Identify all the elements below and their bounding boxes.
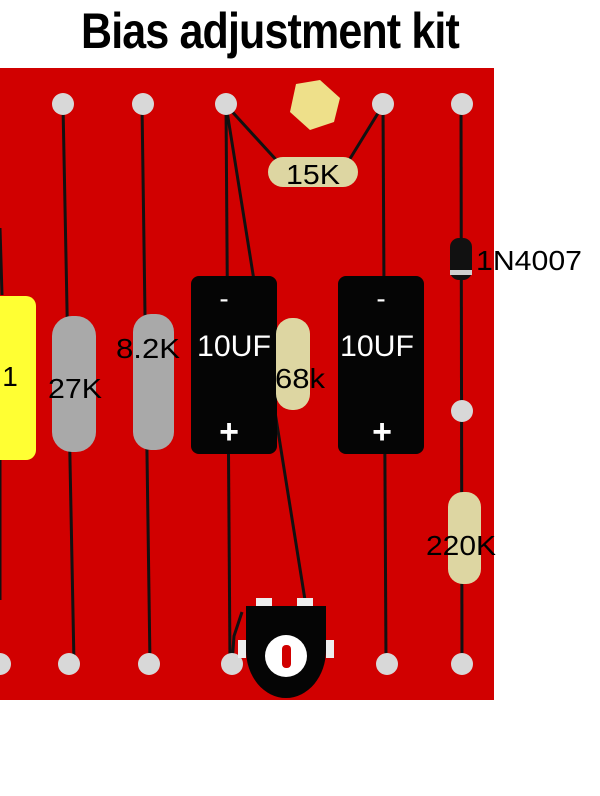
capacitor-right [338,276,424,454]
trimmer-pin [326,640,334,658]
pad [132,93,154,115]
page-title: Bias adjustment kit [81,3,460,59]
capacitor-left-plus: + [219,413,239,451]
pads [0,93,473,675]
pad [451,653,473,675]
capacitor-left [191,276,277,454]
pad [221,653,243,675]
pad [451,93,473,115]
pad [215,93,237,115]
trimmer-slot [282,645,291,668]
capacitor-right-minus: - [376,283,385,314]
resistor-8-2k-label: 8.2K [116,333,180,364]
resistor-15k-label: 15K [286,159,340,190]
yellow-component-label: 1 [2,361,18,392]
diode-1n4007 [450,238,472,280]
yellow-component [0,296,36,460]
capacitor-left-minus: - [219,283,228,314]
resistor-8-2k [133,314,174,450]
capacitor-right-plus: + [372,413,392,451]
pad [58,653,80,675]
pad [138,653,160,675]
wire-left-edge [0,227,4,296]
pad [451,400,473,422]
resistor-27k [52,316,96,452]
capacitor-right-label: 10UF [340,330,414,363]
hexagon-marker [290,80,340,130]
pad [52,93,74,115]
capacitor-left-label: 10UF [197,330,271,363]
resistor-15k [268,157,358,187]
resistor-68k [276,318,310,410]
pad [372,93,394,115]
diode-cathode-band [450,270,472,275]
pad [376,653,398,675]
resistor-27k-label: 27K [48,373,102,404]
trimmer-pin [256,598,272,608]
trimmer-pin [238,640,246,658]
diode-label: 1N4007 [476,245,582,276]
trimmer-pin [297,598,313,608]
pad [0,653,11,675]
resistor-220k-label: 220K [426,530,496,561]
trimmer-potentiometer [238,598,334,698]
resistor-68k-label: 68k [275,363,326,394]
resistor-220k [448,492,481,584]
